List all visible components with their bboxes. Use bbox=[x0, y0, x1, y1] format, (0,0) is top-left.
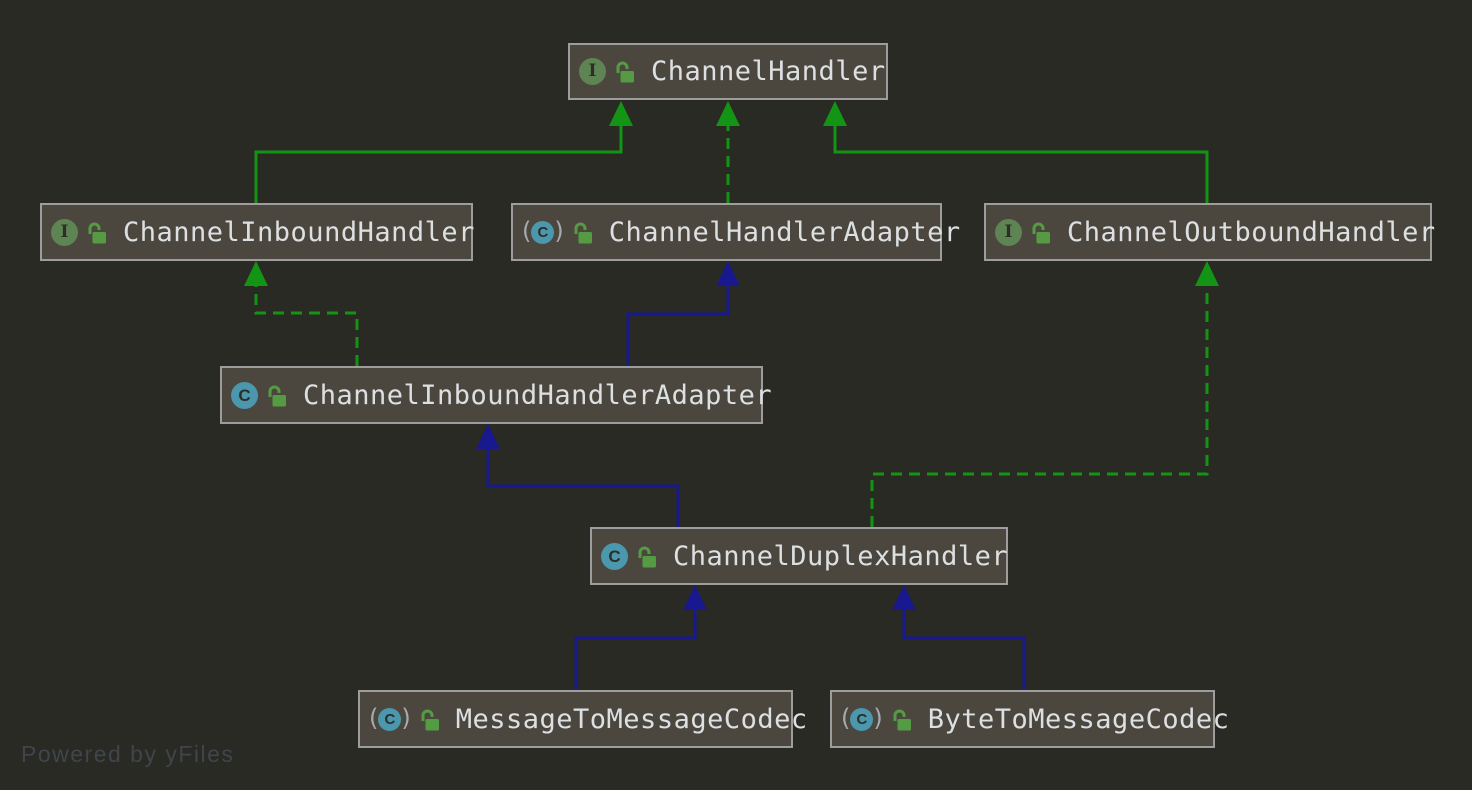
lock-icon bbox=[572, 220, 593, 245]
abstract-paren: ) bbox=[401, 704, 411, 732]
class-node-channel-inbound-handler-adapter[interactable]: C ChannelInboundHandlerAdapter bbox=[220, 366, 772, 424]
lock-icon bbox=[636, 544, 657, 569]
implements-line bbox=[254, 286, 359, 366]
class-node-channel-handler[interactable]: I ChannelHandler bbox=[568, 43, 888, 100]
inheritance-arrowhead-icon bbox=[823, 101, 847, 126]
class-node-message-to-message-codec[interactable]: (C) MessageToMessageCodec bbox=[358, 690, 807, 748]
edge-byte-to-message-codec-to-channel-duplex-handler[interactable] bbox=[892, 585, 1026, 690]
extends-line bbox=[254, 126, 623, 203]
class-node-channel-handler-adapter[interactable]: (C) ChannelHandlerAdapter bbox=[511, 203, 960, 261]
class-icon: C bbox=[601, 542, 628, 570]
class-icon: C bbox=[378, 707, 402, 731]
interface-icon: I bbox=[995, 218, 1022, 246]
extends-line bbox=[902, 610, 1026, 690]
inheritance-arrowhead-icon bbox=[609, 101, 633, 126]
extends-line bbox=[833, 126, 1209, 203]
lock-icon bbox=[419, 707, 440, 732]
inheritance-arrowhead-icon bbox=[892, 585, 916, 610]
class-node-channel-outbound-handler[interactable]: I ChannelOutboundHandler bbox=[984, 203, 1435, 261]
extends-line bbox=[486, 449, 680, 527]
class-node-byte-to-message-codec[interactable]: (C) ByteToMessageCodec bbox=[830, 690, 1229, 748]
powered-by-yfiles-label: Powered by yFiles bbox=[21, 741, 235, 767]
inheritance-arrowhead-icon bbox=[716, 101, 740, 126]
abstract-class-icon: (C) bbox=[841, 704, 883, 732]
class-name-label: MessageToMessageCodec bbox=[455, 703, 808, 735]
edge-channel-inbound-handler-adapter-to-channel-inbound-handler[interactable] bbox=[244, 261, 359, 366]
abstract-class-icon: (C) bbox=[369, 704, 411, 732]
lock-icon bbox=[891, 707, 912, 732]
extends-line bbox=[626, 286, 730, 366]
abstract-paren: ( bbox=[522, 217, 532, 245]
inheritance-arrowhead-icon bbox=[476, 424, 500, 449]
lock-icon bbox=[614, 59, 635, 84]
lock-icon bbox=[1030, 220, 1051, 245]
edge-channel-outbound-handler-to-channel-handler[interactable] bbox=[823, 101, 1209, 203]
class-name-label: ChannelOutboundHandler bbox=[1067, 216, 1436, 248]
inheritance-arrowhead-icon bbox=[244, 261, 268, 286]
class-icon: C bbox=[231, 381, 258, 409]
class-icon: C bbox=[531, 220, 555, 244]
class-name-label: ChannelDuplexHandler bbox=[673, 540, 1009, 572]
abstract-class-icon: (C) bbox=[522, 217, 564, 245]
class-icon: C bbox=[850, 707, 874, 731]
extends-line bbox=[574, 610, 697, 690]
abstract-paren: ( bbox=[841, 704, 851, 732]
abstract-paren: ( bbox=[369, 704, 379, 732]
edge-channel-handler-adapter-to-channel-handler[interactable] bbox=[716, 101, 740, 203]
lock-icon bbox=[86, 220, 107, 245]
class-node-channel-duplex-handler[interactable]: C ChannelDuplexHandler bbox=[590, 527, 1008, 585]
inheritance-arrowhead-icon bbox=[1195, 261, 1219, 286]
inheritance-arrowhead-icon bbox=[716, 261, 740, 286]
class-name-label: ChannelInboundHandlerAdapter bbox=[303, 379, 773, 411]
inheritance-arrowhead-icon bbox=[683, 585, 707, 610]
class-name-label: ChannelHandler bbox=[651, 56, 886, 87]
lock-icon bbox=[266, 383, 287, 408]
edge-channel-duplex-handler-to-channel-inbound-handler-adapter[interactable] bbox=[476, 424, 680, 527]
edge-message-to-message-codec-to-channel-duplex-handler[interactable] bbox=[574, 585, 707, 690]
class-name-label: ByteToMessageCodec bbox=[927, 703, 1230, 735]
abstract-paren: ) bbox=[554, 217, 564, 245]
class-node-channel-inbound-handler[interactable]: I ChannelInboundHandler bbox=[40, 203, 475, 261]
interface-icon: I bbox=[51, 218, 78, 246]
class-name-label: ChannelInboundHandler bbox=[123, 216, 475, 248]
interface-icon: I bbox=[579, 58, 606, 85]
abstract-paren: ) bbox=[873, 704, 883, 732]
implements-line bbox=[870, 286, 1209, 527]
edge-channel-inbound-handler-adapter-to-channel-handler-adapter[interactable] bbox=[626, 261, 740, 366]
edge-channel-duplex-handler-to-channel-outbound-handler[interactable] bbox=[870, 261, 1219, 527]
class-name-label: ChannelHandlerAdapter bbox=[608, 216, 961, 248]
edge-channel-inbound-handler-to-channel-handler[interactable] bbox=[254, 101, 633, 203]
